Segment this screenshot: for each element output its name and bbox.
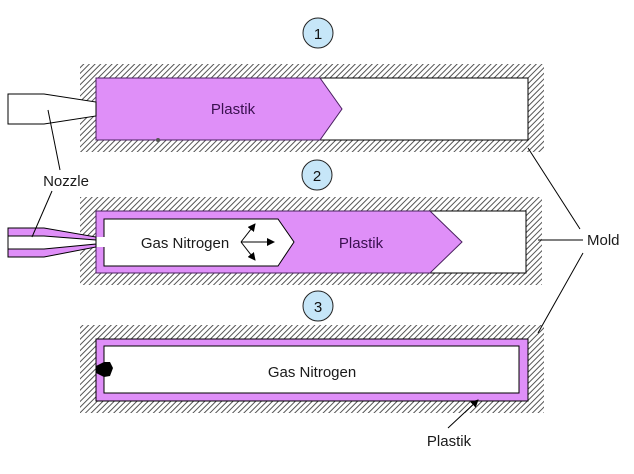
step-3-number: 3 [314,299,322,316]
step-2-number: 2 [313,168,321,185]
nozzle-callout: Nozzle [31,109,89,238]
gas-label-3: Gas Nitrogen [268,364,356,381]
step-1-number: 1 [314,26,322,43]
gas-label-2: Gas Nitrogen [141,235,229,252]
step-1-badge [302,17,334,49]
step-2-badge [301,159,333,191]
mold-label: Mold [587,232,620,249]
nozzle-1 [7,93,97,125]
gate-dot [156,138,160,142]
step-3: 3 Gas Nitrogen [80,290,544,413]
mold-callout: Mold [527,147,620,334]
plastik-callout: Plastik [427,399,479,450]
step-2: 2 Gas Nitrogen Plastik [7,159,542,285]
nozzle-2-gas-channel [7,235,97,250]
gas-expansion-arrows [240,223,275,261]
step-1: 1 Plastik [7,17,544,152]
plastic-fill-1 [95,77,343,141]
plastik-label: Plastik [427,433,472,450]
gas-bubble-2 [103,218,295,267]
gas-plug-3 [96,362,113,377]
plastic-label-1: Plastik [211,101,256,118]
gas-channel-2 [96,237,105,247]
plastic-label-2: Plastik [339,235,384,252]
nozzle-label: Nozzle [43,173,89,190]
step-3-badge [302,290,334,322]
gas-core-3 [103,345,520,394]
